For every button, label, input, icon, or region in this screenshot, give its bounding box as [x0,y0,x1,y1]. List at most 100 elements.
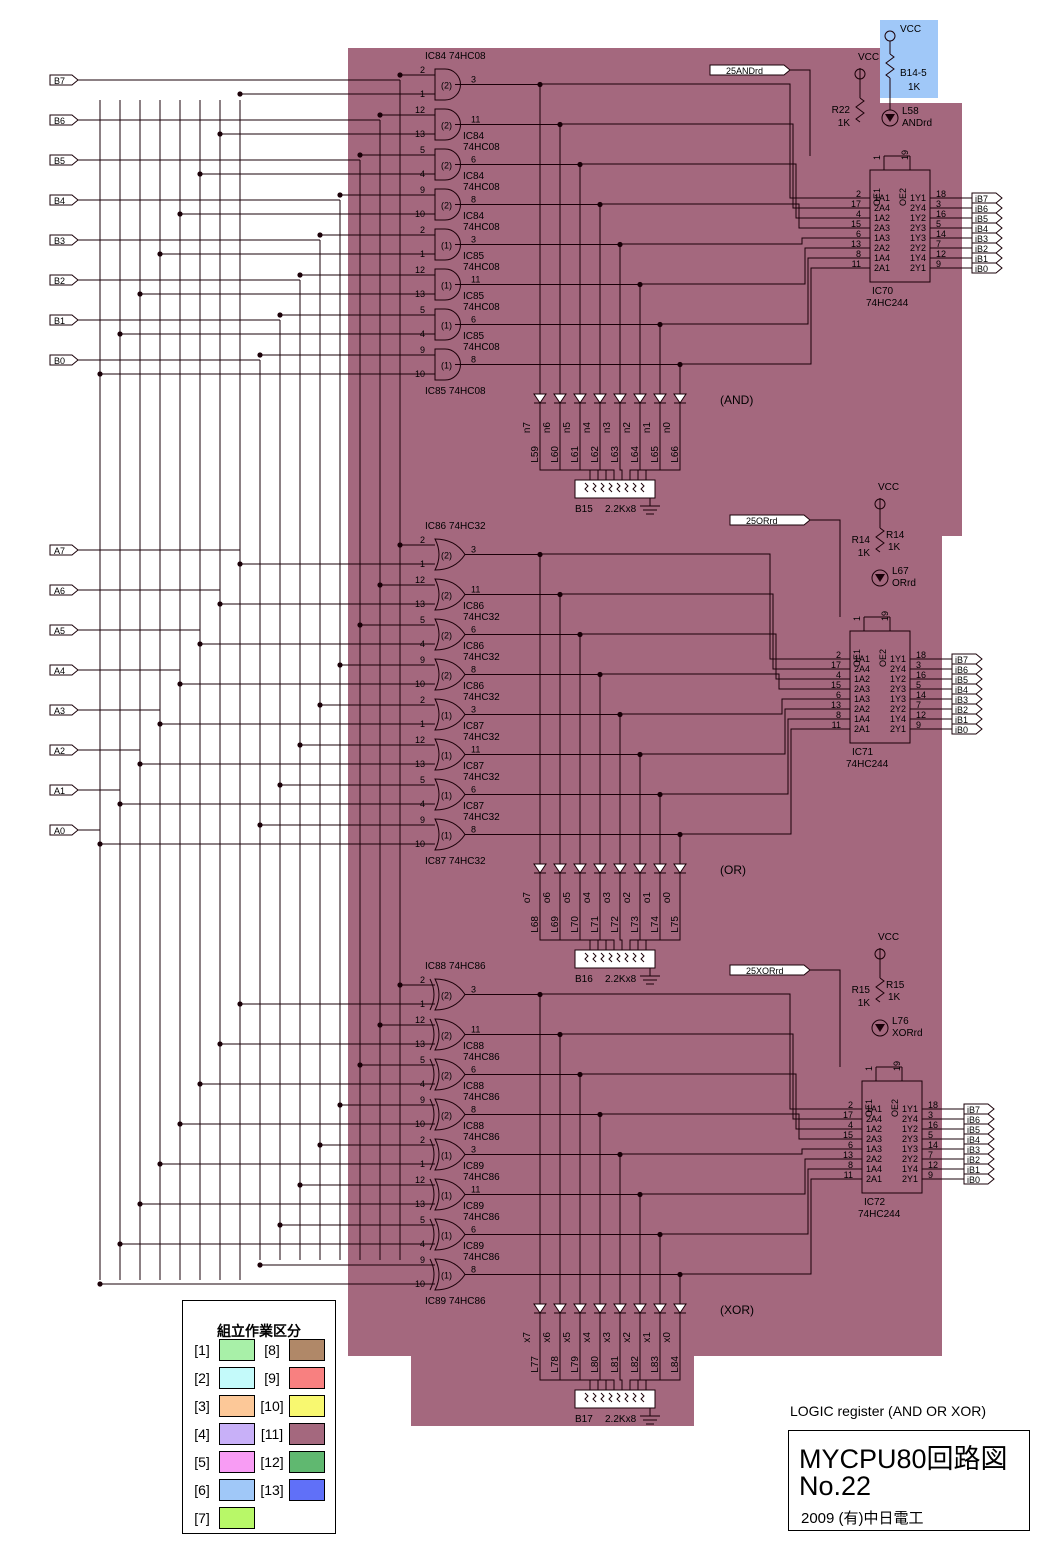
resistor-zig [640,482,645,493]
legend-item: [3] [185,1395,255,1417]
buffer-ref: IC71 [852,747,874,758]
buffer-pin: 11 [832,720,841,730]
buffer-pin: 16 [928,1120,938,1130]
legend-swatch [219,1507,255,1529]
legend-swatch [289,1367,325,1389]
board-area [348,48,962,1426]
gate-unit-label: (2) [441,991,452,1001]
diagram-footer: 2009 (有)中日電工 [801,1510,924,1527]
gate-unit-label: (1) [441,831,452,841]
input-tag-b1-label: B1 [54,316,65,326]
gate-ic-label: IC86 74HC32 [425,521,486,532]
junction-dot [317,1142,323,1148]
led-L83 [653,1303,667,1314]
junction-dot [97,1281,103,1287]
pin-number: 6 [471,1065,476,1075]
output-tag-label: iB6 [967,1115,980,1125]
led-to-array [619,873,623,950]
resistor-array-ref: B15 [575,504,593,515]
led-ref-label: L61 [570,446,581,463]
led-net-label: n0 [662,422,673,434]
buffer-pin-name: 1A2 [854,674,870,684]
pin-number: 3 [471,985,476,995]
buffer-pin: 18 [916,650,926,660]
buffer-pin: 5 [928,1130,933,1140]
pin-number: 5 [420,305,425,315]
resistor-zig [608,1392,613,1403]
legend-item-label: [12] [260,1454,284,1470]
junction-dot [197,171,203,177]
gate-unit-label: (2) [441,551,452,561]
output-tag-label: iB6 [955,665,968,675]
led-ref-label: L80 [590,1356,601,1373]
led-net-label: n4 [582,422,593,434]
enable-pin: 19 [880,611,890,621]
output-tag-label: iB1 [975,254,988,264]
led-L77 [533,1303,547,1314]
input-tag-a3 [49,704,79,716]
gate-unit-label: (1) [441,321,452,331]
junction-dot [317,232,323,238]
output-tag-label: iB7 [967,1105,980,1115]
output-tag [951,723,983,735]
read-signal-wire [810,969,841,1067]
led-L71 [593,863,607,874]
legend-swatch [289,1451,325,1473]
legend-swatch [289,1395,325,1417]
buffer-pin: 15 [831,680,841,690]
gate-ic-label: 74HC32 [463,612,500,623]
pin-number: 10 [415,679,425,689]
pin-number: 3 [471,235,476,245]
gate-2-2 [434,1058,466,1091]
pin-number: 9 [420,815,425,825]
output-tag [951,673,983,685]
led-ref-label: L82 [630,1356,641,1373]
pin-number: 10 [415,1279,425,1289]
enable-pin-name: OE2 [878,649,888,667]
indicator-led-symbol [875,1024,885,1032]
mode-label: (AND) [720,393,753,407]
pin-number: 11 [471,115,480,125]
bus-to-buffer [560,593,830,670]
buffer-pin-name: 1Y2 [902,1124,918,1134]
resistor-array [574,479,656,499]
gate-0-3 [434,188,461,221]
led-net-label: o5 [562,892,573,904]
input-tag-a1-label: A1 [54,786,65,796]
buffer-pin-name: 2A1 [854,724,870,734]
led-to-array [559,403,599,480]
junction-dot [157,251,163,257]
led-ref-label: L62 [590,446,601,463]
junction-dot [337,662,343,668]
output-tag-label: iB3 [955,695,968,705]
input-tag-a6 [49,584,79,596]
pin-number: 3 [471,545,476,555]
output-tag [971,212,1003,224]
pin-number: 2 [420,65,425,75]
resistor-zig [600,952,605,963]
buffer-pin-name: 1A1 [866,1104,882,1114]
led-ref-label: L60 [550,446,561,463]
pullup-ref: R15 [886,980,905,991]
resistor-array-value: 2.2Kx8 [605,974,637,985]
buffer-pin-name: 2Y4 [902,1114,918,1124]
gate-1-1 [434,578,466,611]
buffer-pin-name: 1Y2 [910,213,926,223]
legend-swatch [219,1339,255,1361]
legend-item-label: [2] [194,1370,210,1386]
buffer-pin: 2 [856,189,861,199]
led-ref-label: L63 [610,446,621,463]
buffer-pin-name: 2Y3 [910,223,926,233]
ground-symbol [640,505,660,515]
junction-dot [397,72,403,78]
vcc-top-label: VCC [900,24,921,35]
gate-ic-label: IC87 [463,761,485,772]
gate-1-5 [434,738,466,771]
input-tag-b3 [49,234,79,246]
led-net-label: x2 [622,1332,633,1343]
gate-ic-label: IC89 [463,1241,485,1252]
buffer-pin: 12 [928,1160,938,1170]
indicator-led-symbol [885,114,895,122]
input-tag-b0-label: B0 [54,356,65,366]
output-tag [971,262,1003,274]
